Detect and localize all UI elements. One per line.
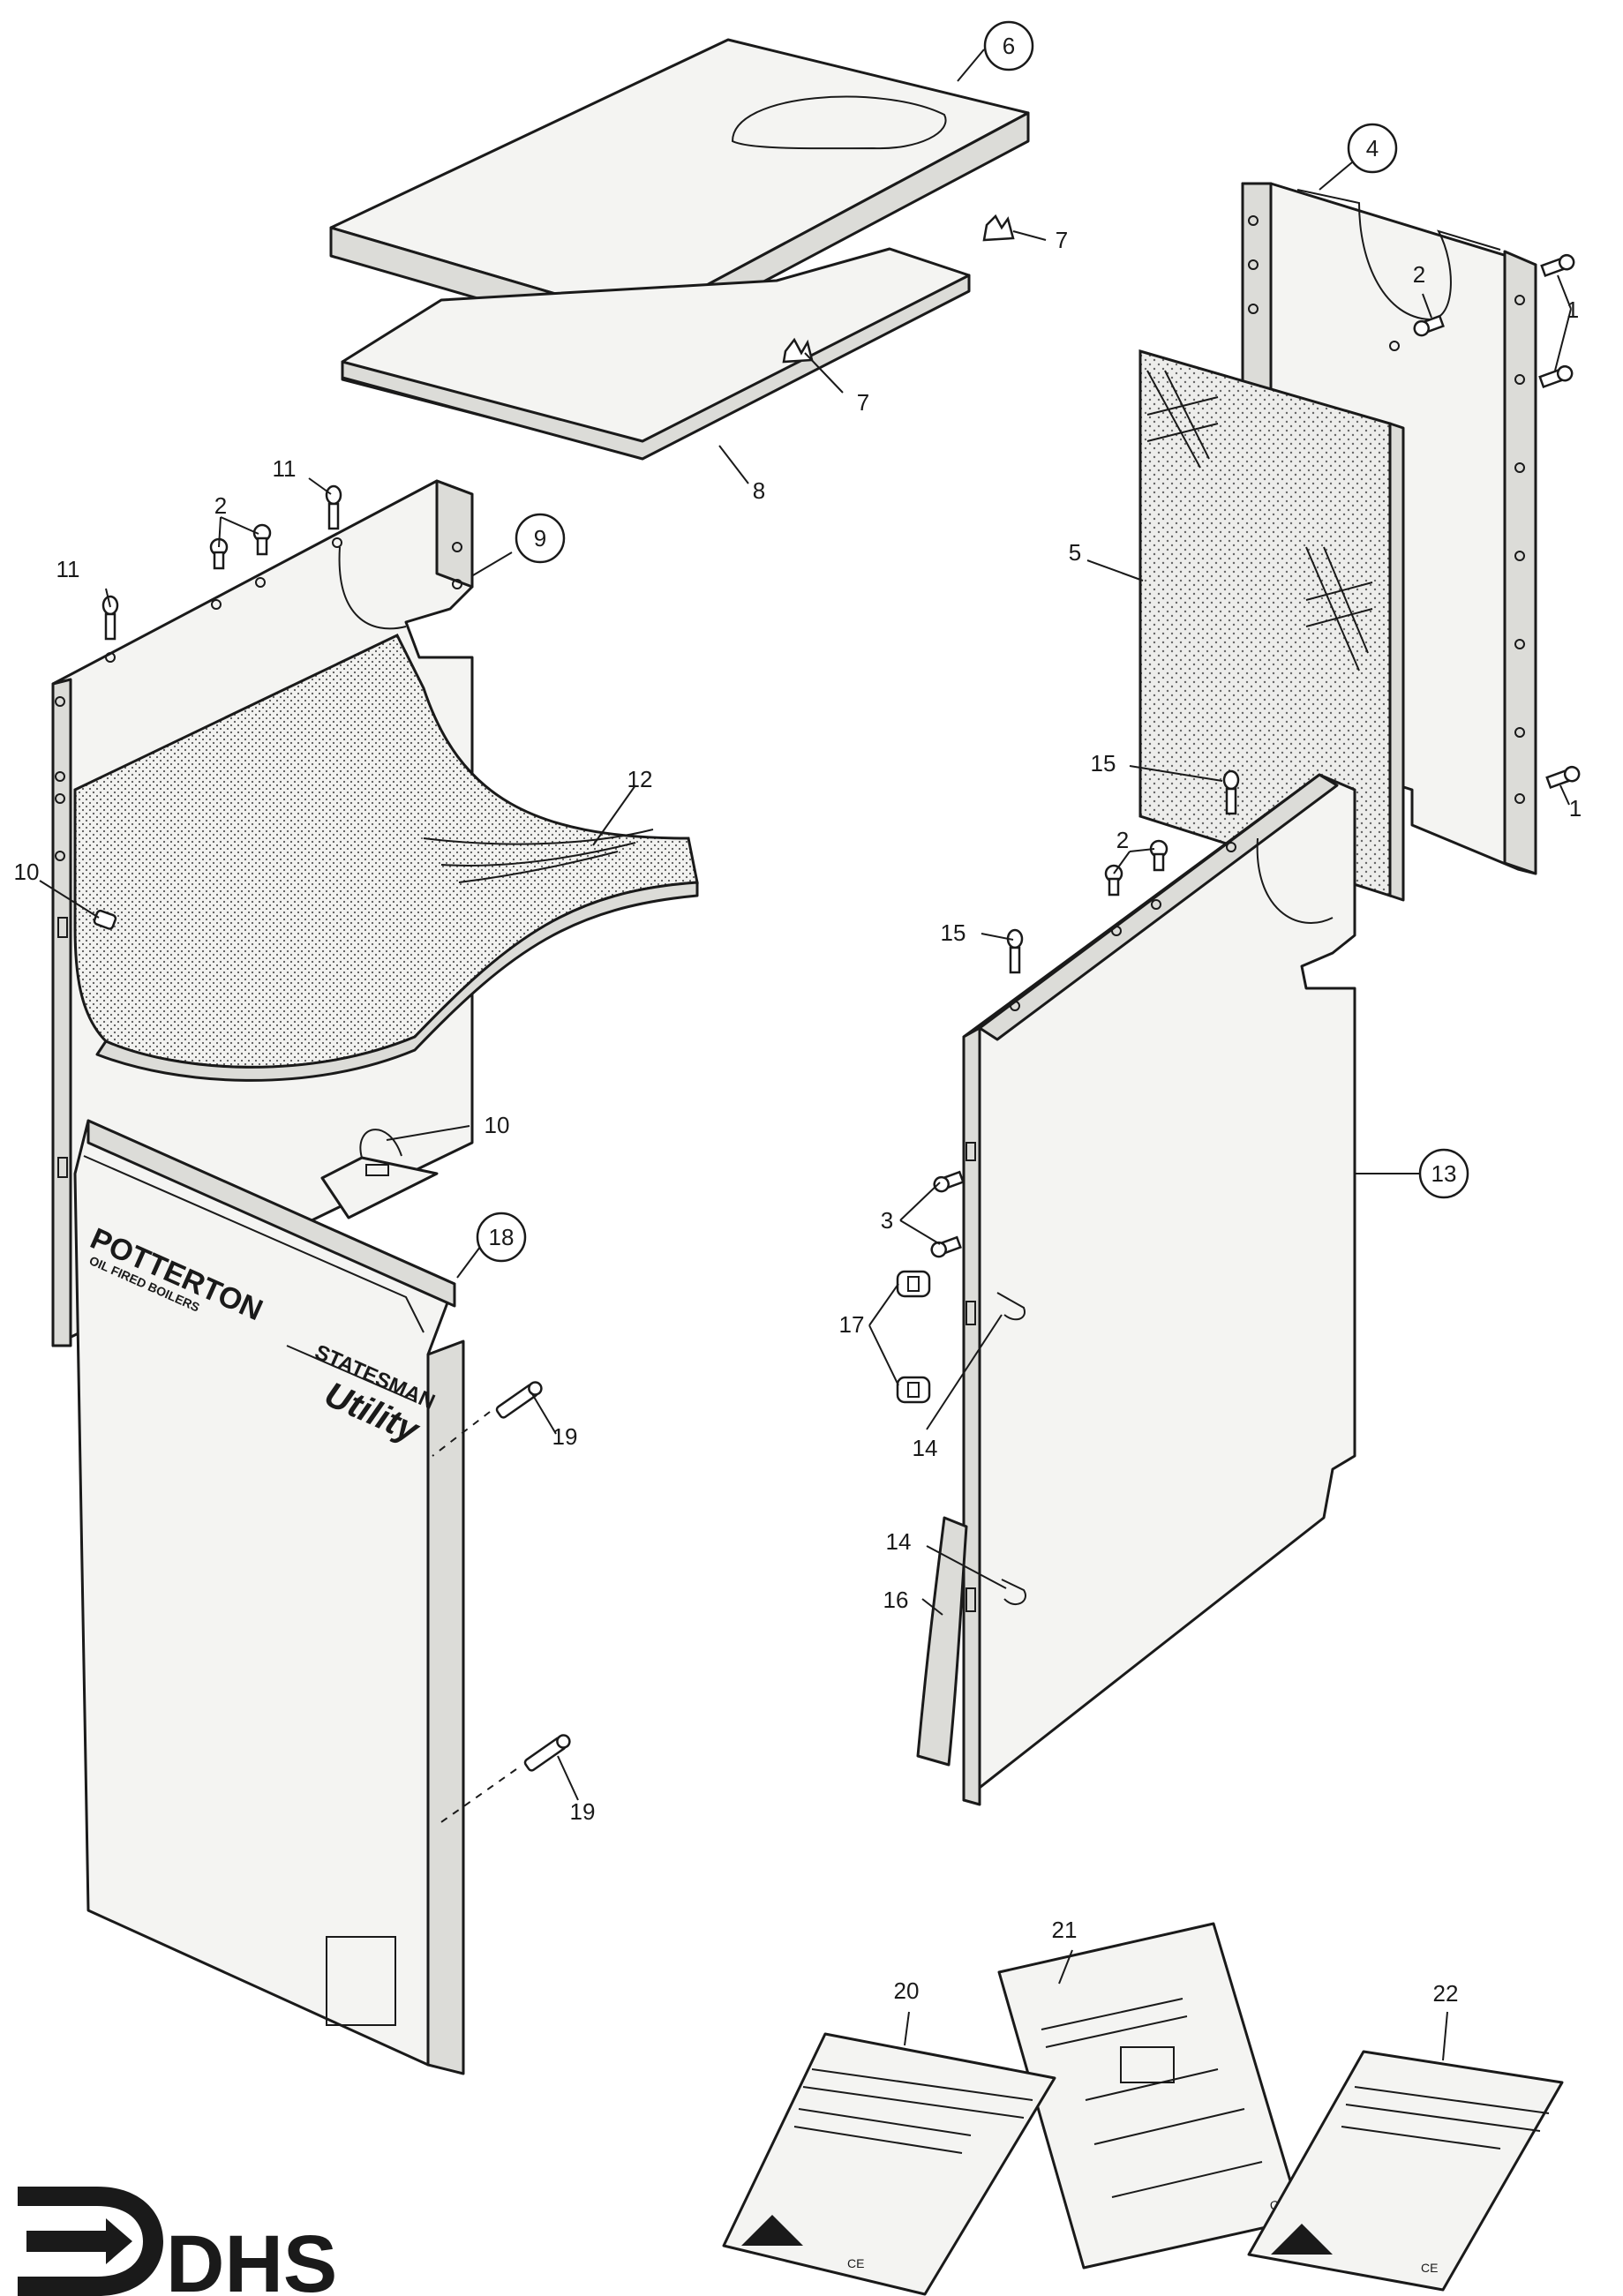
callout-19-top: 19: [552, 1423, 578, 1450]
callout-18: 18: [489, 1224, 515, 1250]
mesh-crosshatch: [1146, 370, 1373, 672]
callout-4: 4: [1366, 135, 1379, 161]
callout-16: 16: [883, 1587, 909, 1613]
callout-14-top: 14: [913, 1435, 938, 1461]
callout-6: 6: [1003, 33, 1015, 59]
screw-2-back: [1413, 314, 1445, 337]
clamp-17-a: [896, 1270, 931, 1298]
callout-10-bottom: 10: [485, 1112, 510, 1138]
pin-19-a: [495, 1381, 543, 1419]
pin-19-b: [523, 1734, 571, 1772]
screw-1-b: [1538, 364, 1574, 389]
front-door-part: POTTERTON OIL FIRED BOILERS STATESMAN Ut…: [73, 1119, 465, 2075]
clip-14-a: [996, 1292, 1026, 1321]
dhs-logo-text: DHS: [166, 2219, 337, 2296]
callout-2-left: 2: [214, 492, 227, 519]
stud-15-b: [1006, 928, 1024, 974]
documentation-leaflets: CE CE CE: [722, 1922, 1564, 2296]
callout-22: 22: [1433, 1980, 1459, 2007]
callout-11-top: 11: [273, 455, 297, 482]
callout-14-bottom: 14: [886, 1528, 912, 1555]
screw-2-right-a: [1104, 864, 1123, 897]
screw-2-right-b: [1149, 839, 1168, 872]
screw-1-c: [1545, 765, 1581, 790]
callout-9: 9: [534, 525, 546, 551]
leaflet-22-ce-mark: CE: [1421, 2261, 1438, 2275]
stud-11-a: [325, 484, 342, 530]
callout-20: 20: [894, 1977, 920, 2004]
clip-7-top: [982, 214, 1015, 242]
clip-bracket-part: [320, 1129, 439, 1219]
clamp-17-b: [896, 1376, 931, 1404]
insulation-pad-part: [341, 247, 971, 461]
screw-3-a: [933, 1170, 965, 1193]
insulation-tray-part: [73, 634, 699, 1082]
callout-13: 13: [1431, 1160, 1457, 1187]
side-seal-strip-part: [916, 1516, 968, 1767]
callout-2-back: 2: [1413, 261, 1425, 288]
dhs-logo-arrow-icon: [18, 2187, 163, 2296]
callout-7-mid: 7: [857, 389, 869, 416]
right-side-panel-part: [962, 773, 1356, 1806]
dhs-logo: DHS: [18, 2187, 337, 2296]
callout-10-left: 10: [14, 859, 40, 885]
callout-labels: 6 4 7 7 8 2 1 1 11 2 9 11 5 12 15 10 2 1…: [14, 20, 1582, 2007]
back-panel-holes: [1248, 215, 1525, 804]
leaflet-20-ce-mark: CE: [847, 2256, 864, 2270]
callout-2-right: 2: [1116, 827, 1129, 853]
callout-15-left: 15: [941, 919, 966, 946]
callout-12: 12: [627, 766, 653, 792]
leaflet-22: CE: [1247, 2050, 1564, 2292]
callout-7-top: 7: [1056, 227, 1068, 253]
screw-1-a: [1540, 253, 1575, 278]
callout-5: 5: [1069, 539, 1081, 566]
clip-7-mid: [782, 337, 814, 364]
left-panel-holes: [55, 537, 462, 1178]
screw-2-left-b: [252, 523, 272, 556]
callout-17: 17: [839, 1311, 865, 1338]
assembly-lines: [432, 1411, 517, 1823]
stud-11-b: [101, 595, 119, 641]
callout-1-bottom: 1: [1569, 795, 1582, 822]
callout-3: 3: [881, 1207, 893, 1234]
screw-3-b: [930, 1235, 962, 1258]
right-panel-holes: [966, 842, 1236, 1612]
clip-14-b: [1001, 1579, 1026, 1605]
leaflet-20: CE: [722, 2032, 1056, 2296]
callout-11-left: 11: [56, 556, 80, 582]
callout-8: 8: [753, 477, 765, 504]
callout-leaders: [39, 49, 1572, 2061]
stud-15-a: [1222, 769, 1240, 815]
callout-15-top: 15: [1091, 750, 1116, 777]
callout-1-top: 1: [1567, 296, 1579, 323]
callout-19-bottom: 19: [570, 1798, 596, 1825]
mesh-panel-part: [1138, 349, 1405, 902]
callout-21: 21: [1052, 1917, 1078, 1943]
